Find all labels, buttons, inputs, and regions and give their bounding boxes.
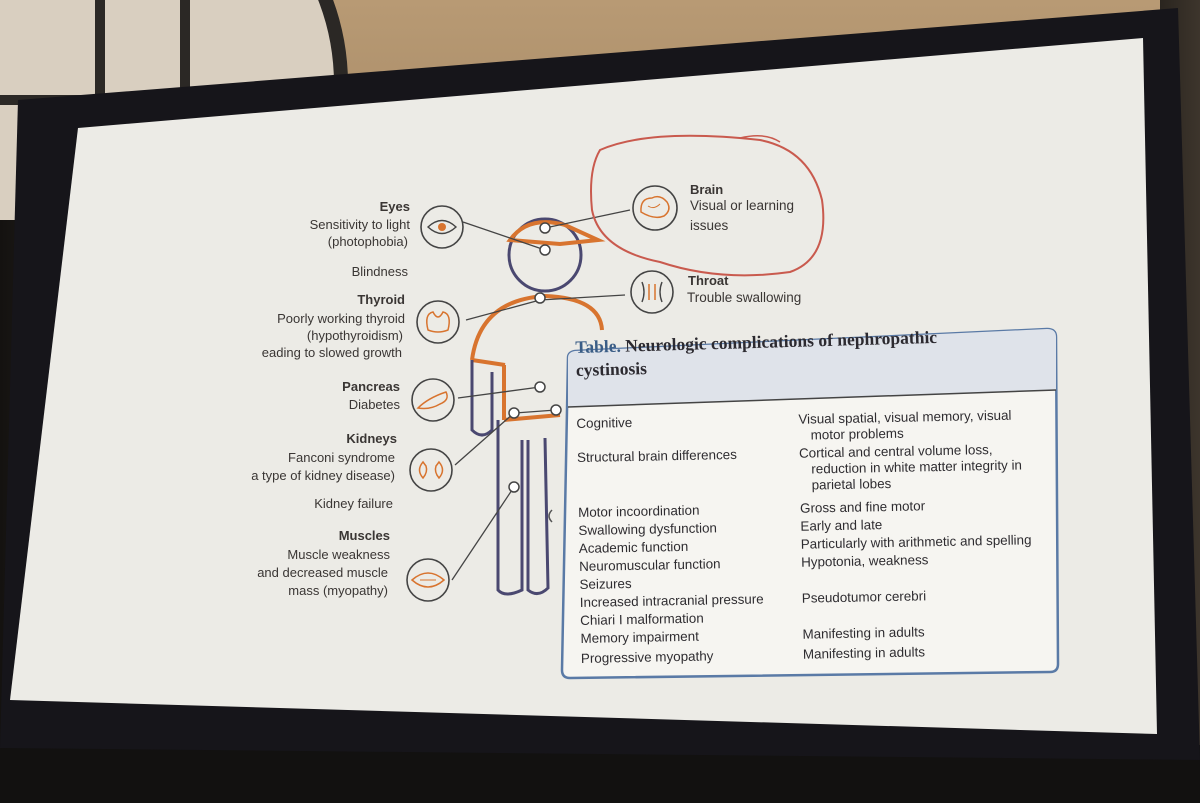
label-pancreas-line1: Diabetes xyxy=(348,397,400,412)
label-thyroid-line2: (hypothyroidism) xyxy=(306,328,403,343)
label-brain-title: Brain xyxy=(690,182,724,197)
table-header-bg xyxy=(568,329,1056,407)
label-thyroid-line3: eading to slowed growth xyxy=(261,345,402,360)
label-brain-line2: issues xyxy=(690,218,729,233)
label-muscles-line2: and decreased muscle xyxy=(257,565,388,580)
eye-icon xyxy=(420,205,464,249)
row-detail: Visual spatial, visual memory, visual mo… xyxy=(798,407,1012,443)
pancreas-icon xyxy=(411,378,455,422)
figure-head xyxy=(507,217,583,293)
label-kidneys-title: Kidneys xyxy=(346,431,397,446)
label-brain-line1: Visual or learning xyxy=(690,198,795,213)
figure-leg-right xyxy=(526,437,550,595)
kidney-icon xyxy=(409,448,453,492)
label-throat-line1: Trouble swallowing xyxy=(687,290,802,305)
row-detail: Cortical and central volume loss, reduct… xyxy=(798,442,1023,493)
brain-icon xyxy=(632,185,678,231)
label-thyroid-title: Thyroid xyxy=(357,292,405,307)
label-eyes-title: Eyes xyxy=(379,199,410,214)
figure-cap xyxy=(506,220,606,247)
thyroid-icon xyxy=(416,300,460,344)
table-title-lead: Table. xyxy=(575,335,622,357)
label-muscles-line1: Muscle weakness xyxy=(287,547,390,562)
throat-icon xyxy=(630,270,674,314)
figure-leg-left xyxy=(496,420,524,596)
label-kidneys-line1: Fanconi syndrome xyxy=(288,450,395,465)
label-kidney-failure: Kidney failure xyxy=(314,496,393,511)
label-pancreas-title: Pancreas xyxy=(342,379,400,394)
label-kidneys-line2: a type of kidney disease) xyxy=(251,468,395,483)
label-throat-title: Throat xyxy=(688,273,729,288)
muscle-icon xyxy=(406,558,450,602)
label-muscles-line3: mass (myopathy) xyxy=(288,583,388,598)
figure-arm xyxy=(470,360,494,437)
label-eyes-line1: Sensitivity to light xyxy=(309,217,410,232)
annotation-circle xyxy=(590,134,825,277)
label-thyroid-line1: Poorly working thyroid xyxy=(277,311,405,326)
label-eyes-line2: (photophobia) xyxy=(327,234,408,249)
table-title-line2: cystinosis xyxy=(575,358,648,380)
label-blindness: Blindness xyxy=(351,264,408,279)
label-muscles-title: Muscles xyxy=(338,528,390,543)
